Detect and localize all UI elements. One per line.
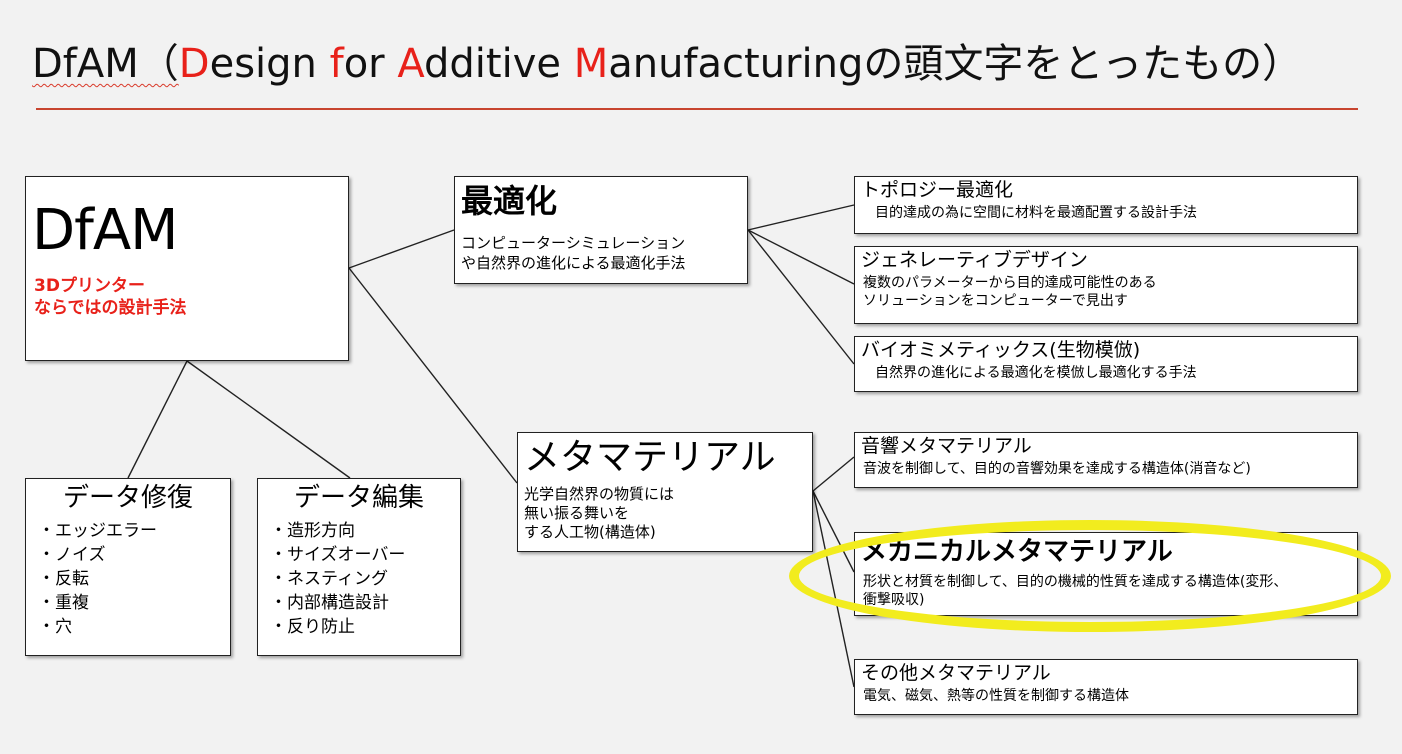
acoustic-metamaterial-box: 音響メタマテリアル 音波を制御して、目的の音響効果を達成する構造体(消音など): [854, 432, 1358, 488]
list-item: サイズオーバー: [270, 543, 405, 567]
metamaterial-heading: メタマテリアル: [524, 437, 776, 478]
connector-meta-mechanical: [812, 490, 855, 573]
dfam-box: DfAM 3Dプリンター ならではの設計手法: [25, 176, 349, 361]
title-suffix: anufacturingの頭文字をとったもの）: [608, 41, 1303, 87]
generative-description: 複数のパラメーターから目的達成可能性のある ソリューションをコンピューターで見出…: [863, 275, 1157, 309]
connector-dfam-metamaterial: [348, 267, 518, 484]
list-item: 穴: [38, 615, 157, 639]
data-edit-heading: データ編集: [293, 483, 424, 513]
title-letter-d: D: [178, 41, 210, 87]
list-item: ノイズ: [38, 543, 157, 567]
optimization-heading: 最適化: [461, 182, 558, 220]
biomimetics-box: バイオミメティックス(生物模倣) 自然界の進化による最適化を模倣し最適化する手法: [854, 336, 1358, 392]
metamaterial-box: メタマテリアル 光学自然界の物質には 無い振る舞いを する人工物(構造体): [517, 432, 813, 552]
data-repair-heading: データ修復: [62, 483, 193, 513]
slide-title: DfAM（Design for Additive Manufacturingの頭…: [32, 36, 1302, 92]
title-letter-m: M: [573, 41, 609, 87]
other-metamaterial-box: その他メタマテリアル 電気、磁気、熱等の性質を制御する構造体: [854, 659, 1358, 715]
title-word-dditive: dditive: [424, 41, 574, 87]
connector-opt-generative: [747, 229, 855, 285]
list-item: エッジエラー: [38, 519, 157, 543]
generative-heading: ジェネレーティブデザイン: [861, 249, 1088, 271]
connector-opt-biomimetics: [747, 229, 855, 365]
list-item: 反り防止: [270, 615, 405, 639]
title-word-esign: esign: [209, 41, 330, 87]
connector-dfam-repair: [127, 360, 188, 479]
biomimetics-description: 自然界の進化による最適化を模倣し最適化する手法: [875, 365, 1197, 381]
connector-meta-acoustic: [812, 456, 855, 492]
generative-design-box: ジェネレーティブデザイン 複数のパラメーターから目的達成可能性のある ソリューシ…: [854, 246, 1358, 324]
optimization-description: コンピューターシミュレーション や自然界の進化による最適化手法: [461, 234, 686, 272]
mechanical-description: 形状と材質を制御して、目的の機械的性質を達成する構造体(変形、 衝撃吸収): [863, 574, 1288, 608]
data-edit-box: データ編集 造形方向 サイズオーバー ネスティング 内部構造設計 反り防止: [257, 478, 461, 656]
dfam-heading: DfAM: [32, 198, 178, 263]
optimization-box: 最適化 コンピューターシミュレーション や自然界の進化による最適化手法: [454, 176, 748, 284]
mechanical-metamaterial-box: メカニカルメタマテリアル 形状と材質を制御して、目的の機械的性質を達成する構造体…: [854, 532, 1358, 616]
list-item: 重複: [38, 591, 157, 615]
connector-dfam-optimization: [348, 229, 455, 269]
acoustic-description: 音波を制御して、目的の音響効果を達成する構造体(消音など): [863, 461, 1251, 477]
other-heading: その他メタマテリアル: [861, 662, 1051, 684]
topology-description: 目的達成の為に空間に材料を最適配置する設計手法: [875, 205, 1197, 221]
connector-meta-other: [812, 490, 855, 688]
connector-dfam-edit: [186, 360, 351, 479]
list-item: 反転: [38, 567, 157, 591]
acoustic-heading: 音響メタマテリアル: [861, 435, 1032, 457]
other-description: 電気、磁気、熱等の性質を制御する構造体: [863, 688, 1129, 704]
list-item: 造形方向: [270, 519, 405, 543]
metamaterial-description: 光学自然界の物質には 無い振る舞いを する人工物(構造体): [524, 485, 675, 541]
title-word-or: or: [343, 41, 398, 87]
title-letter-a: A: [397, 41, 425, 87]
topology-optimization-box: トポロジー最適化 目的達成の為に空間に材料を最適配置する設計手法: [854, 176, 1358, 234]
connector-opt-topology: [747, 204, 855, 231]
title-divider: [36, 108, 1358, 110]
topology-heading: トポロジー最適化: [861, 179, 1014, 201]
biomimetics-heading: バイオミメティックス(生物模倣): [861, 339, 1141, 361]
mechanical-heading: メカニカルメタマテリアル: [861, 537, 1173, 567]
data-edit-list: 造形方向 サイズオーバー ネスティング 内部構造設計 反り防止: [270, 519, 405, 639]
dfam-subtitle: 3Dプリンター ならではの設計手法: [34, 276, 187, 318]
title-letter-f: f: [329, 41, 344, 87]
data-repair-list: エッジエラー ノイズ 反転 重複 穴: [38, 519, 157, 639]
data-repair-box: データ修復 エッジエラー ノイズ 反転 重複 穴: [25, 478, 231, 656]
list-item: ネスティング: [270, 567, 405, 591]
title-prefix: DfAM（: [32, 41, 179, 87]
list-item: 内部構造設計: [270, 591, 405, 615]
